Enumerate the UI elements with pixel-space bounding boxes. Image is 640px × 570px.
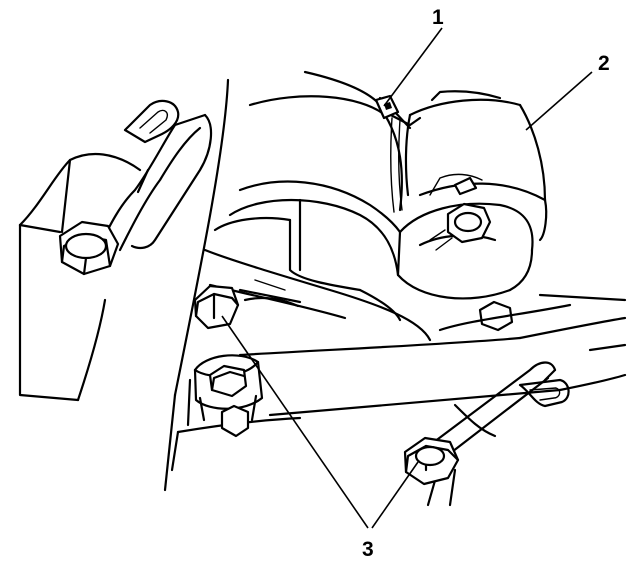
crossmember <box>170 316 627 472</box>
background-lines <box>453 293 627 438</box>
starter-solenoid <box>389 90 572 332</box>
callout-2: 2 <box>598 52 610 75</box>
callout-leaders <box>221 27 593 529</box>
callout-3: 3 <box>362 538 374 561</box>
right-bracket-bolt <box>403 436 460 486</box>
engine-block-edge <box>163 78 230 492</box>
leader-3a <box>221 315 369 529</box>
right-mounting-bracket <box>426 361 570 507</box>
starter-mounting-bolt-upper <box>193 284 240 330</box>
leader-2 <box>525 71 593 131</box>
starter-motor-body <box>203 95 432 342</box>
left-mounting-bracket <box>18 99 213 402</box>
callout-1: 1 <box>432 6 444 29</box>
left-bracket-bolt <box>58 220 120 276</box>
battery-cable <box>303 70 422 130</box>
leader-3b <box>371 461 419 529</box>
lower-clip-bolt <box>193 354 264 438</box>
leader-1 <box>383 27 443 107</box>
